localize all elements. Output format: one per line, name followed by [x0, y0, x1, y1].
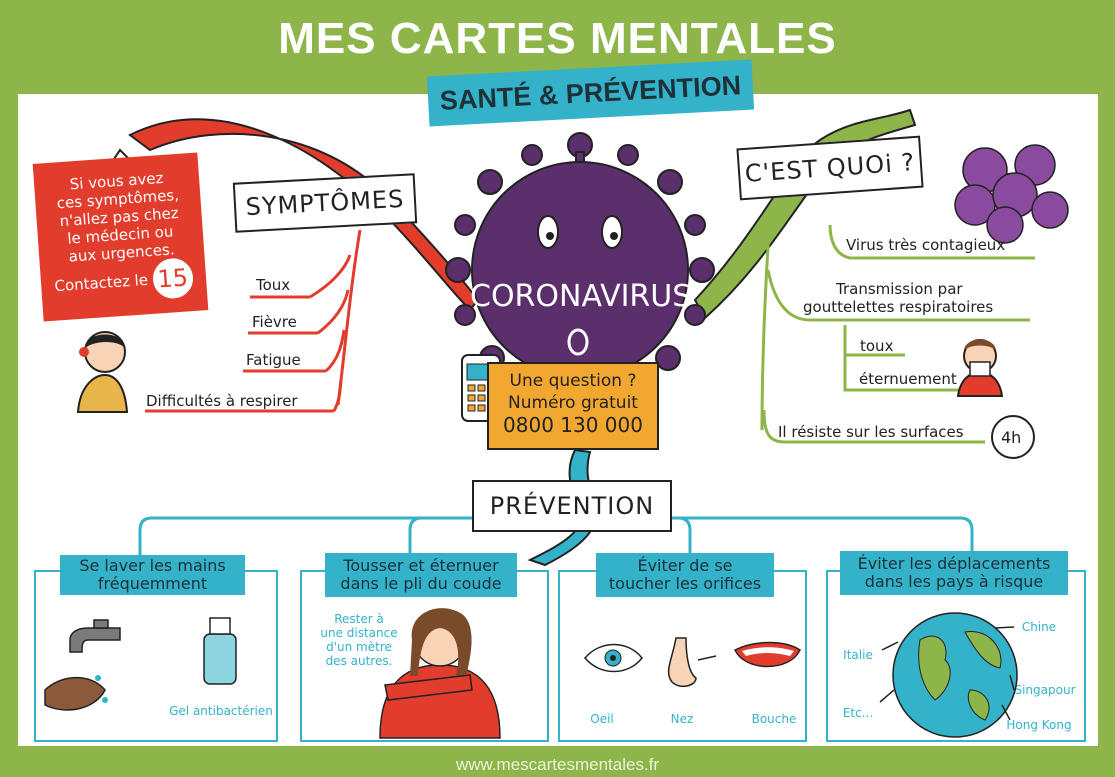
sick-girl-illustration — [76, 331, 129, 413]
hotline-question: Une question ? — [509, 371, 637, 391]
symptom-item: Fatigue — [246, 351, 301, 369]
eye-label: Oeil — [590, 712, 614, 726]
card-title-line: fréquemment — [97, 574, 208, 593]
footer-url: www.mescartesmentales.fr — [455, 755, 660, 774]
clock-icon — [991, 415, 1035, 459]
card-title-line: toucher les orifices — [608, 574, 762, 593]
card-title-line: dans le pli du coude — [340, 574, 502, 593]
mouth-icon — [734, 641, 801, 668]
distance-note: Rester à une distance d'un mètre des aut… — [300, 612, 418, 668]
page-title: MES CARTES MENTALES — [278, 14, 837, 63]
gel-label: Gel antibactérien — [169, 704, 273, 718]
hotline-number: 0800 130 000 — [503, 413, 643, 437]
card-title-line: Se laver les mains — [79, 556, 226, 575]
center-topic: CORONAVIRUS — [470, 279, 692, 314]
mouth-label: Bouche — [751, 712, 797, 726]
hotline-label: Numéro gratuit — [508, 393, 638, 413]
prevention-title: PRÉVENTION — [472, 480, 672, 532]
card-title-line: Tousser et éternuer — [343, 556, 499, 575]
coughing-woman-illustration — [379, 608, 501, 739]
country-label: Hong Kong — [1006, 718, 1072, 732]
virus-illustration — [445, 132, 715, 408]
symptom-item: Fièvre — [252, 313, 297, 331]
country-label: Chine — [1021, 620, 1057, 634]
virus-cluster-illustration — [954, 144, 1069, 244]
what-is-item: Il résiste sur les surfaces — [778, 423, 964, 441]
gel-bottle-icon — [203, 617, 237, 685]
eye-icon — [584, 643, 643, 673]
nose-icon — [667, 637, 717, 688]
note-line: d'un mètre — [326, 640, 392, 654]
what-is-subitem: toux — [860, 337, 894, 355]
globe-icon — [892, 612, 1018, 738]
tap-icon — [69, 619, 121, 653]
what-is-item: gouttelettes respiratoires — [803, 298, 994, 316]
duration-label: 4h — [1001, 428, 1022, 447]
sneezing-boy-illustration — [956, 339, 1004, 397]
what-is-item: Virus très contagieux — [846, 236, 1006, 254]
hotline-box: Une question ? Numéro gratuit 0800 130 0… — [487, 362, 659, 450]
symptom-item: Toux — [256, 276, 291, 294]
note-line: Rester à — [334, 612, 384, 626]
card-title-line: Éviter les déplacements — [857, 554, 1051, 573]
what-is-subitem: éternuement — [859, 370, 957, 388]
card-title-line: Éviter de se — [637, 556, 733, 575]
card-title-line: dans les pays à risque — [864, 572, 1044, 591]
what-is-item: Transmission par — [836, 280, 963, 298]
nose-label: Nez — [670, 712, 694, 726]
washing-hands-icon — [44, 675, 108, 711]
symptom-item: Difficultés à respirer — [146, 392, 298, 410]
note-line: une distance — [320, 626, 398, 640]
note-line: des autres. — [325, 654, 393, 668]
country-label: Singapour — [1014, 683, 1076, 697]
country-label: Italie — [843, 648, 873, 662]
country-label: Etc... — [842, 706, 874, 720]
